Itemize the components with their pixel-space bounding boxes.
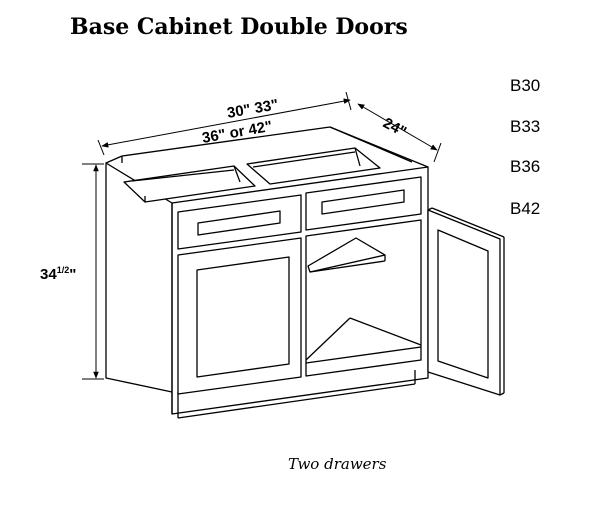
model-code-b42: B42 (510, 199, 541, 218)
cabinet-interior-open (305, 219, 422, 377)
depth-label: 24" (380, 115, 409, 141)
left-door-closed (177, 237, 302, 395)
right-door-open (427, 207, 505, 396)
model-code-b33: B33 (510, 117, 541, 136)
model-code-b30: B30 (510, 76, 541, 95)
height-label-unit: " (69, 266, 76, 283)
diagram-title: Base Cabinet Double Doors (70, 14, 408, 40)
drawer-fronts (177, 176, 422, 250)
height-label: 341/2" (40, 265, 76, 283)
width-dimension-line (101, 98, 351, 148)
model-code-b36: B36 (510, 157, 541, 176)
svg-text:341/2": 341/2" (40, 265, 76, 283)
depth-dimension-line (357, 103, 438, 151)
height-label-whole: 34 (40, 266, 57, 283)
height-label-fraction: 1/2 (57, 265, 70, 275)
width-label-line-2: 36" or 42" (201, 118, 274, 147)
caption-text: Two drawers (288, 455, 387, 473)
